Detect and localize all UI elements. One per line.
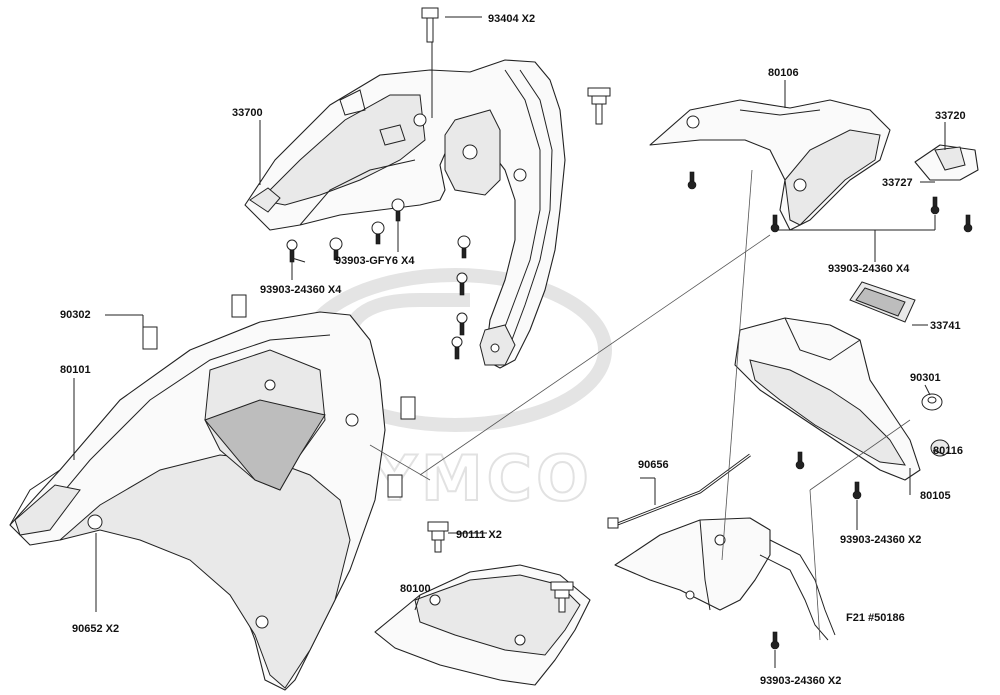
label-80105: 80105 [920, 490, 951, 502]
label-80106: 80106 [768, 67, 799, 79]
part-labels: 93404 X2 33700 93903-GFY6 X4 93903-24360… [60, 13, 966, 687]
bolt-90111[interactable] [427, 521, 449, 553]
part-80106-fender-upper[interactable] [649, 99, 891, 231]
bolt-group-93903-gfy6[interactable] [329, 198, 471, 261]
label-93903-24360-x2-bottom: 93903-24360 X2 [760, 675, 841, 687]
label-90656: 90656 [638, 459, 669, 471]
label-93903-24360-x4-right: 93903-24360 X4 [828, 263, 910, 275]
label-90652: 90652 X2 [72, 623, 119, 635]
label-93903-24360-x4-left: 93903-24360 X4 [260, 284, 342, 296]
label-90111: 90111 X2 [456, 529, 502, 541]
label-90301: 90301 [910, 372, 941, 384]
label-93903-24360-x2-mid: 93903-24360 X2 [840, 534, 921, 546]
part-80101-rear-body-cover[interactable] [9, 311, 386, 691]
part-f21-50186-bracket[interactable] [614, 517, 836, 641]
bolt-93404[interactable] [421, 7, 439, 43]
bolt-flange-upper[interactable] [587, 87, 611, 125]
label-33700: 33700 [232, 107, 263, 119]
label-80116: 80116 [933, 445, 963, 457]
label-33741: 33741 [930, 320, 961, 332]
label-90302: 90302 [60, 309, 91, 321]
part-90301-nut[interactable] [921, 393, 943, 411]
label-80100: 80100 [400, 583, 431, 595]
part-33720-bracket[interactable] [914, 144, 979, 181]
bolt-flange-lower[interactable] [550, 581, 574, 613]
leader-lines [73, 80, 946, 668]
part-33700-rear-carrier[interactable] [244, 59, 566, 369]
label-80101: 80101 [60, 364, 91, 376]
label-33727: 33727 [882, 177, 913, 189]
part-33741-reflector[interactable] [849, 281, 916, 323]
part-80105-inner-fender[interactable] [734, 317, 921, 481]
label-f21-50186: F21 #50186 [846, 612, 905, 624]
part-90656-cable-tie[interactable] [607, 453, 751, 529]
clip-90302-group[interactable] [142, 294, 416, 498]
label-93404: 93404 X2 [488, 13, 535, 25]
bolt-group-93903-24360-left[interactable] [286, 239, 468, 360]
label-33720: 33720 [935, 110, 966, 122]
part-80100-lower-cover[interactable] [374, 564, 591, 686]
part-80116-grommet[interactable] [930, 439, 950, 457]
label-93903-gfy6: 93903-GFY6 X4 [335, 255, 415, 267]
